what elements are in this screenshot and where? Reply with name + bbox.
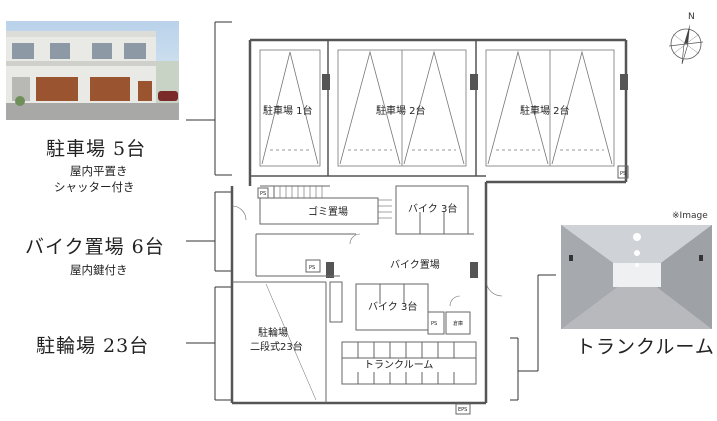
garage2a-label: 駐車場 2台 bbox=[376, 104, 426, 117]
parking-line1: 屋内平置き bbox=[70, 164, 128, 178]
bike-parking-line1: 屋内鍵付き bbox=[70, 263, 128, 277]
bike-parking-title: バイク置場 6台 bbox=[25, 236, 165, 258]
compass-icon: N bbox=[664, 10, 708, 66]
bicycle-title: 駐輪場 23台 bbox=[36, 335, 150, 357]
garbage-label: ゴミ置場 bbox=[308, 205, 348, 218]
bike-area-label: バイク置場 bbox=[390, 258, 440, 271]
ps-label-1: PS bbox=[309, 265, 315, 271]
bracket-bicycle bbox=[186, 286, 232, 401]
ps-label-4: PS bbox=[431, 321, 437, 327]
ps-label-3: PS bbox=[260, 191, 266, 197]
parking-line2: シャッター付き bbox=[54, 180, 135, 194]
trunk-title: トランクルーム bbox=[576, 336, 715, 358]
eps-label: EPS bbox=[458, 407, 467, 413]
garage2b-label: 駐車場 2台 bbox=[520, 104, 570, 117]
bracket-trunk bbox=[510, 274, 556, 401]
trunk-room-photo bbox=[561, 225, 712, 329]
ps-label-2: PS bbox=[620, 171, 626, 177]
bicycle-label-2: 二段式23台 bbox=[250, 340, 303, 353]
bike3-top-label: バイク 3台 bbox=[408, 202, 457, 215]
image-note: ※Image bbox=[672, 211, 708, 221]
bracket-bike bbox=[186, 191, 232, 272]
parking-title: 駐車場 5台 bbox=[46, 138, 147, 160]
compass-north-label: N bbox=[688, 12, 695, 22]
bracket-parking bbox=[186, 21, 232, 176]
trunk-room-label: トランクルーム bbox=[364, 359, 433, 371]
bicycle-label-1: 駐輪場 bbox=[258, 326, 288, 339]
storage-label: 倉庫 bbox=[453, 320, 463, 327]
building-photo bbox=[6, 21, 179, 120]
garage1-label: 駐車場 1台 bbox=[263, 104, 313, 117]
bike3-bottom-label: バイク 3台 bbox=[368, 300, 417, 313]
